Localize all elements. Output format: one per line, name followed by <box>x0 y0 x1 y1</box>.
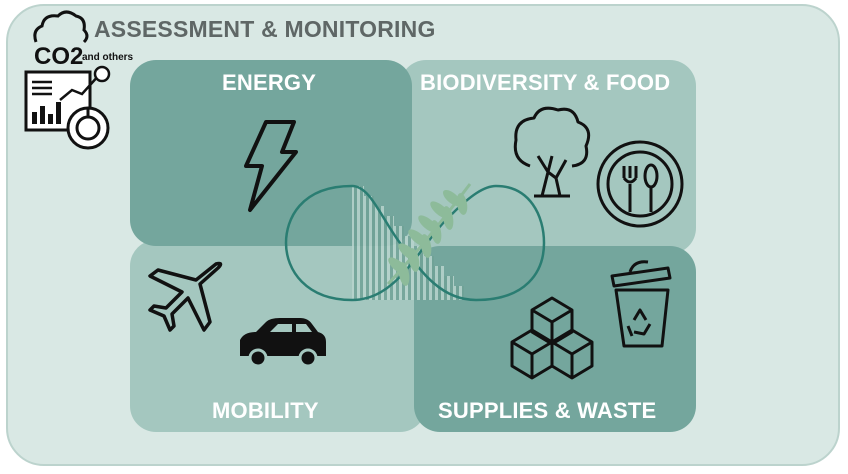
tree-icon <box>513 106 591 198</box>
car-icon <box>240 318 326 368</box>
co2-label: CO2 <box>34 43 83 70</box>
page-title: ASSESSMENT & MONITORING <box>94 16 436 42</box>
plate-cutlery-icon <box>596 140 684 228</box>
biodiversity-food-label: BIODIVERSITY & FOOD <box>420 70 671 95</box>
boxes-icon <box>510 296 594 380</box>
infinity-wheat-icon <box>284 183 546 302</box>
mobility-label: MOBILITY <box>212 398 319 423</box>
energy-label: ENERGY <box>222 70 317 95</box>
co2-sub-label: and others <box>82 52 134 63</box>
dashboard-icon <box>24 65 111 150</box>
lightning-icon <box>244 120 298 212</box>
cloud-co2-icon: CO2 and others <box>24 10 134 150</box>
supplies-waste-label: SUPPLIES & WASTE <box>438 398 657 423</box>
airplane-icon <box>148 261 223 332</box>
recycle-bin-icon <box>610 260 672 348</box>
